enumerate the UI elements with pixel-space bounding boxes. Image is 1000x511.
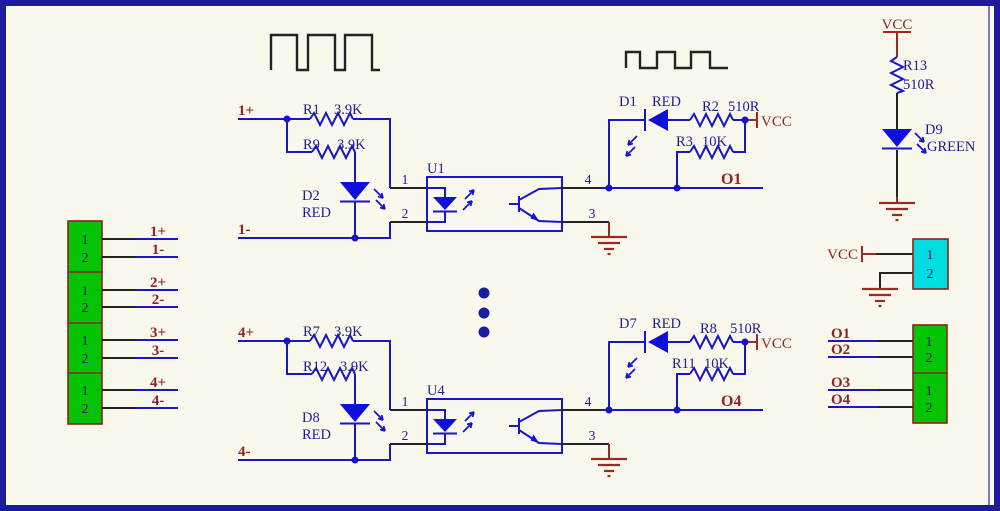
led-ref: D9	[925, 122, 943, 138]
terminal-pin: 1	[82, 284, 89, 299]
resistor-ref: R1	[303, 102, 320, 118]
resistor-ref: R3	[676, 134, 693, 150]
led-ref: D8	[302, 410, 320, 426]
opto-pin-3: 3	[589, 206, 596, 221]
net-label: 2+	[150, 275, 166, 291]
resistor-ref: R7	[303, 324, 320, 340]
led-ref: D2	[302, 188, 320, 204]
net-label-out: O4	[721, 393, 741, 410]
terminal-pin: 2	[82, 352, 89, 367]
net-label-in-minus: 4-	[238, 444, 251, 460]
terminal-pin: 2	[82, 402, 89, 417]
input-waveform-icon	[269, 33, 380, 72]
output-led-ref: D7	[619, 316, 637, 332]
vcc-label: VCC	[882, 17, 913, 33]
resistor-value: 3.9K	[340, 359, 369, 375]
opto-pin-3: 3	[589, 428, 596, 443]
resistor-value: 10K	[702, 134, 728, 150]
net-label-out: O1	[831, 326, 850, 342]
vcc-label: VCC	[761, 336, 792, 352]
net-label: 3-	[152, 343, 165, 359]
output-led-ref: D1	[619, 94, 637, 110]
output-waveform-icon	[624, 50, 728, 70]
resistor-ref: R2	[702, 99, 719, 115]
terminal-pin: 1	[82, 334, 89, 349]
output-led-color: RED	[652, 94, 681, 110]
opto-pin-4: 4	[585, 394, 592, 409]
led-color: RED	[302, 427, 331, 443]
net-label-out: O3	[831, 375, 850, 391]
output-terminal-block: 1 2 1 2 O1 O2 O3 O4	[828, 324, 948, 424]
terminal-pin: 1	[82, 384, 89, 399]
vcc-label: VCC	[827, 247, 858, 263]
opto-pin-4: 4	[585, 172, 592, 187]
terminal-pin: 2	[82, 301, 89, 316]
channel-1: 1+ 1- R1 3.9K R9 3.9K D2 RED U1 1 2 4 3 …	[238, 94, 792, 254]
net-label: 1+	[150, 224, 166, 240]
opto-ref: U4	[427, 383, 445, 399]
resistor-value: 3.9K	[334, 324, 363, 340]
resistor-value: 510R	[730, 321, 762, 337]
terminal-pin: 2	[926, 401, 933, 416]
terminal-pin: 2	[927, 267, 934, 282]
resistor-ref: R13	[903, 58, 927, 74]
terminal-pin: 1	[82, 233, 89, 248]
net-label-out: O1	[721, 171, 741, 188]
net-label: 1-	[152, 242, 165, 258]
net-label-in-minus: 1-	[238, 222, 251, 238]
power-led-indicator: VCC R13 510R D9 GREEN	[877, 17, 976, 222]
opto-pin-2: 2	[402, 206, 409, 221]
output-led-color: RED	[652, 316, 681, 332]
terminal-pin: 2	[926, 351, 933, 366]
terminal-pin: 1	[927, 248, 934, 263]
net-label: 3+	[150, 325, 166, 341]
resistor-ref: R11	[672, 356, 696, 372]
led-color: GREEN	[927, 139, 976, 155]
net-label: 4-	[152, 393, 165, 409]
opto-ref: U1	[427, 161, 445, 177]
resistor-value: 510R	[903, 77, 935, 93]
terminal-pin: 2	[82, 251, 89, 266]
led-color: RED	[302, 205, 331, 221]
net-label: 4+	[150, 375, 166, 391]
opto-pin-2: 2	[402, 428, 409, 443]
resistor-value: 10K	[704, 356, 730, 372]
resistor-ref: R8	[700, 321, 717, 337]
net-label-in-plus: 1+	[238, 103, 254, 119]
net-label-out: O2	[831, 342, 850, 358]
channel-4: 4+ 4- R7 3.9K R12 3.9K D8 RED U4 1 2 4 3…	[238, 316, 792, 476]
terminal-pin: 1	[926, 384, 933, 399]
left-terminal-block: 1 2 1 2 1 2 1 2 1+ 1- 2+ 2- 3+ 3- 4+ 4-	[67, 220, 178, 425]
terminal-pin: 1	[926, 335, 933, 350]
resistor-ref: R9	[303, 137, 320, 153]
opto-pin-1: 1	[402, 394, 409, 409]
continuation-dots-icon	[478, 287, 490, 338]
vcc-terminal-block: VCC 1 2	[827, 238, 949, 308]
vcc-label: VCC	[761, 114, 792, 130]
net-label-in-plus: 4+	[238, 325, 254, 341]
net-label-out: O4	[831, 392, 851, 408]
opto-pin-1: 1	[402, 172, 409, 187]
resistor-value: 510R	[728, 99, 760, 115]
resistor-value: 3.9K	[334, 102, 363, 118]
net-label: 2-	[152, 292, 165, 308]
resistor-ref: R12	[303, 359, 327, 375]
resistor-value: 3.9K	[337, 137, 366, 153]
